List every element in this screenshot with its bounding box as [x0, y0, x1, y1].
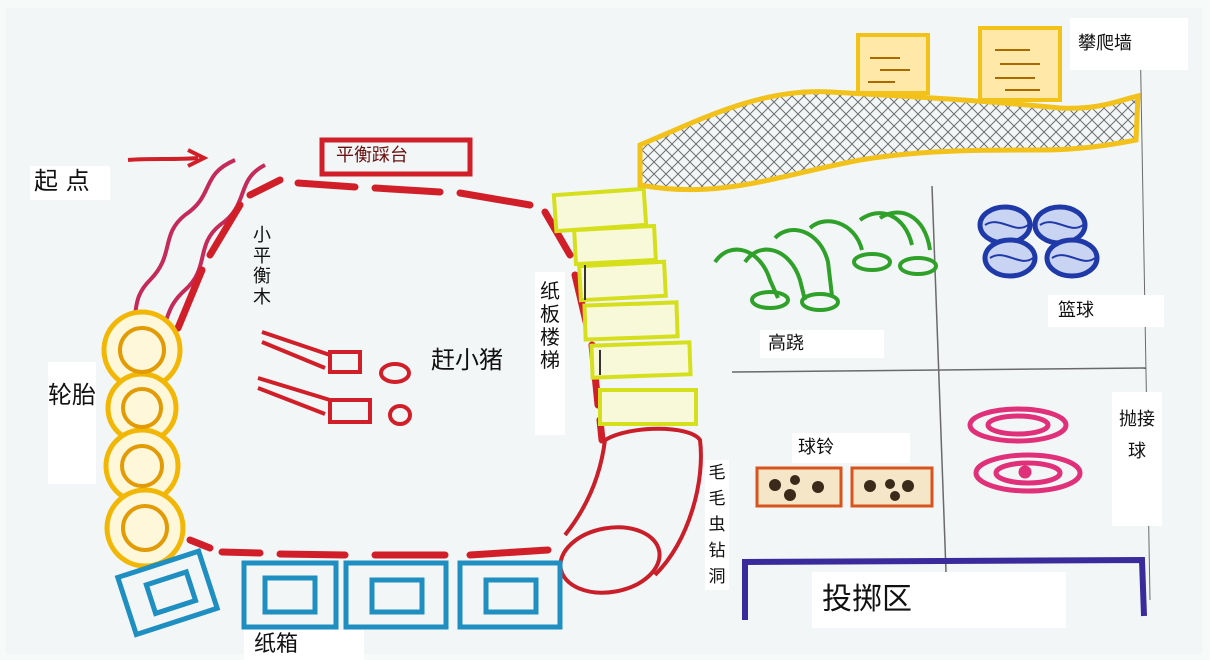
high-stilts [713, 210, 938, 312]
toss-catch-ball-label: 抛接球 [1112, 392, 1162, 526]
cardboard-ladder-label: 纸板楼梯 [535, 272, 565, 435]
balance-sign-label: 平衡踩台 [336, 145, 408, 166]
dumbbells-label: 球铃 [792, 433, 910, 463]
throwing-area-label: 投掷区 [812, 572, 1066, 628]
basketball-label: 篮球 [1048, 295, 1164, 327]
tire-inner-rings [118, 326, 169, 552]
basketballs [977, 204, 1100, 279]
chase-piglet-label: 赶小猪 [431, 346, 503, 374]
cardboard-boxes-label: 纸箱 [244, 630, 364, 660]
cardboard-ladder [551, 186, 698, 426]
caterpillar-tunnel-label: 毛毛虫钻洞 [705, 460, 729, 590]
tires [101, 309, 186, 569]
climbing-net [637, 89, 1141, 193]
caterpillar-tunnel [558, 426, 703, 595]
basketball-lines [984, 221, 1096, 262]
high-stilts-label: 高跷 [760, 330, 884, 358]
wavy-path-lines [128, 158, 266, 332]
toss-catch-rings [967, 406, 1083, 494]
climbing-wall-label: 攀爬墙 [1070, 18, 1188, 70]
small-balance-beam-label: 小平衡木 [253, 225, 271, 309]
balance-sign-box [319, 137, 473, 177]
ladder-rungs [584, 265, 601, 375]
tires-label: 轮胎 [48, 362, 96, 484]
small-balance-beams [257, 330, 412, 426]
cardboard-boxes [114, 548, 563, 638]
start-arrow [127, 148, 209, 168]
dumbbell-boxes [755, 466, 934, 508]
climbing-wall-blocks [856, 26, 1062, 102]
start-label: 起 点 [30, 166, 110, 200]
throwing-area-bracket [742, 556, 1147, 620]
